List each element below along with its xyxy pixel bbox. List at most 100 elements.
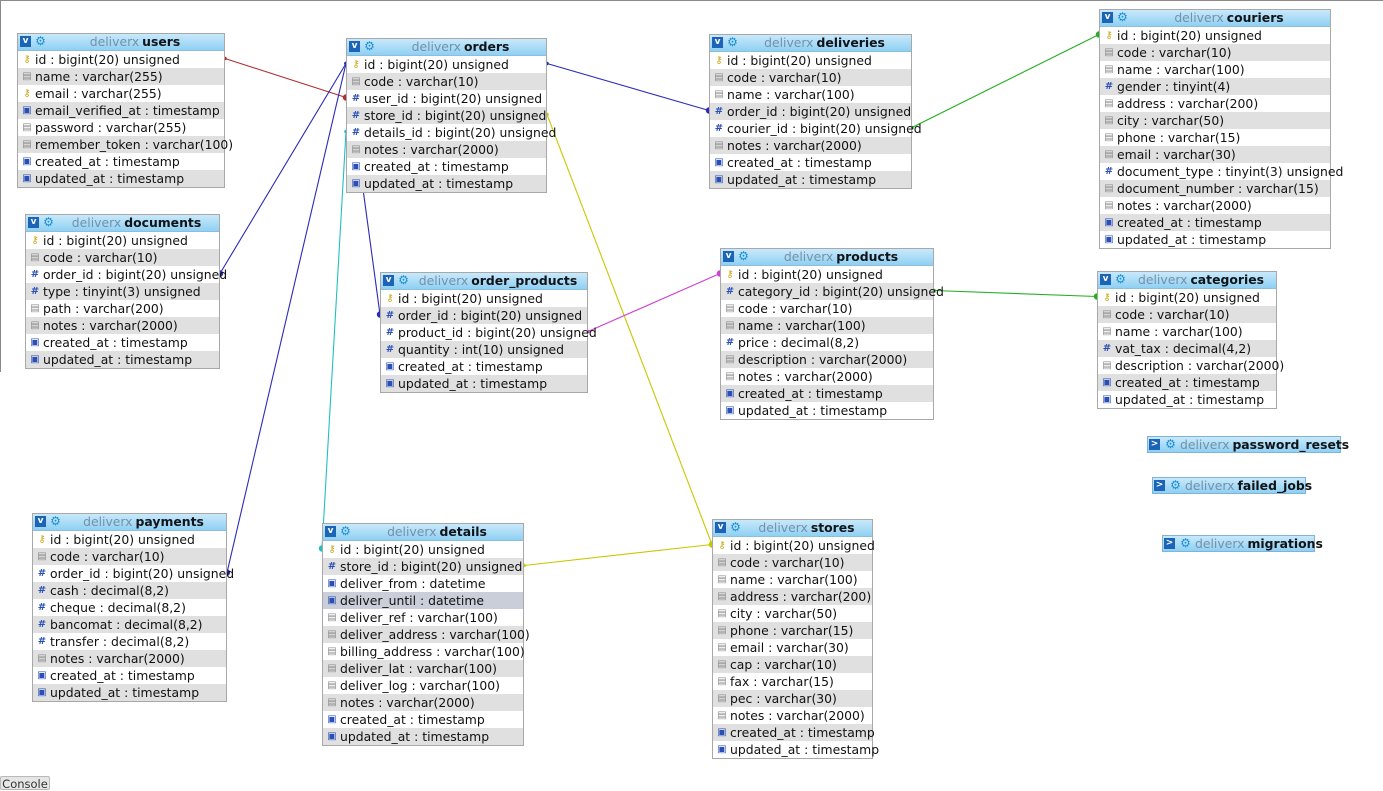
column-row[interactable]: ⚷id : bigint(20) unsigned — [710, 52, 911, 69]
column-row[interactable]: ▤code : varchar(10) — [33, 548, 226, 565]
column-row[interactable]: ▤deliver_ref : varchar(100) — [323, 609, 523, 626]
column-row[interactable]: ▣created_at : timestamp — [381, 358, 587, 375]
column-row[interactable]: #cheque : decimal(8,2) — [33, 599, 226, 616]
column-row[interactable]: ▣created_at : timestamp — [1098, 374, 1276, 391]
column-row[interactable]: ▣created_at : timestamp — [710, 154, 911, 171]
column-row[interactable]: ▣updated_at : timestamp — [33, 684, 226, 701]
column-row[interactable]: ▤email : varchar(30) — [713, 639, 872, 656]
gear-icon[interactable]: ⚙ — [1170, 478, 1181, 492]
column-row[interactable]: ⚷email : varchar(255) — [18, 85, 224, 102]
column-row[interactable]: #order_id : bigint(20) unsigned — [26, 266, 227, 283]
gear-icon[interactable]: ⚙ — [340, 524, 351, 538]
column-row[interactable]: ▤name : varchar(255) — [18, 68, 224, 85]
column-row[interactable]: ▤code : varchar(10) — [713, 554, 872, 571]
column-row[interactable]: #product_id : bigint(20) unsigned — [381, 324, 597, 341]
column-row[interactable]: ⚷id : bigint(20) unsigned — [323, 541, 523, 558]
toggle-icon[interactable]: v — [349, 41, 360, 52]
column-row[interactable]: ▤phone : varchar(15) — [1100, 129, 1330, 146]
column-row[interactable]: ▣created_at : timestamp — [323, 711, 523, 728]
column-row[interactable]: ▣deliver_from : datetime — [323, 575, 523, 592]
toggle-icon[interactable]: v — [383, 275, 394, 286]
column-row[interactable]: ▤name : varchar(100) — [710, 86, 911, 103]
column-row[interactable]: ⚷id : bigint(20) unsigned — [713, 537, 875, 554]
column-row[interactable]: ▤notes : varchar(2000) — [721, 368, 933, 385]
column-row[interactable]: ⚷id : bigint(20) unsigned — [26, 232, 219, 249]
column-row[interactable]: ▣updated_at : timestamp — [710, 171, 911, 188]
column-row[interactable]: ⚷id : bigint(20) unsigned — [721, 266, 933, 283]
column-row[interactable]: ▤deliver_log : varchar(100) — [323, 677, 523, 694]
column-row[interactable]: #details_id : bigint(20) unsigned — [347, 124, 557, 141]
column-row[interactable]: ▤deliver_address : varchar(100) — [323, 626, 530, 643]
column-row[interactable]: ▣created_at : timestamp — [26, 334, 219, 351]
column-row[interactable]: ⚷id : bigint(20) unsigned — [33, 531, 226, 548]
column-row[interactable]: ▤document_number : varchar(15) — [1100, 180, 1330, 197]
column-row[interactable]: ▣updated_at : timestamp — [323, 728, 523, 745]
column-row[interactable]: ▣updated_at : timestamp — [713, 741, 879, 758]
column-row[interactable]: #price : decimal(8,2) — [721, 334, 933, 351]
column-row[interactable]: ▤notes : varchar(2000) — [323, 694, 523, 711]
gear-icon[interactable]: ⚙ — [50, 514, 61, 528]
column-row[interactable]: #store_id : bigint(20) unsigned — [323, 558, 523, 575]
column-row[interactable]: ▣email_verified_at : timestamp — [18, 102, 224, 119]
gear-icon[interactable]: ⚙ — [727, 35, 738, 49]
column-row[interactable]: ⚷id : bigint(20) unsigned — [1098, 289, 1276, 306]
expand-toggle-icon[interactable]: > — [1154, 480, 1165, 491]
column-row[interactable]: ▣created_at : timestamp — [33, 667, 226, 684]
gear-icon[interactable]: ⚙ — [398, 273, 409, 287]
column-row[interactable]: ▣updated_at : timestamp — [347, 175, 546, 192]
gear-icon[interactable]: ⚙ — [1165, 437, 1176, 451]
column-row[interactable]: #order_id : bigint(20) unsigned — [710, 103, 911, 120]
gear-icon[interactable]: ⚙ — [738, 249, 749, 263]
column-row[interactable]: #type : tinyint(3) unsigned — [26, 283, 219, 300]
column-row[interactable]: #order_id : bigint(20) unsigned — [33, 565, 234, 582]
column-row[interactable]: ▤code : varchar(10) — [1100, 44, 1330, 61]
column-row[interactable]: ▤code : varchar(10) — [710, 69, 911, 86]
column-row[interactable]: ⚷id : bigint(20) unsigned — [347, 56, 546, 73]
column-row[interactable]: ▤billing_address : varchar(100) — [323, 643, 524, 660]
column-row[interactable]: ▤city : varchar(50) — [713, 605, 872, 622]
column-row[interactable]: ▤name : varchar(100) — [713, 571, 872, 588]
column-row[interactable]: ▤name : varchar(100) — [721, 317, 933, 334]
column-row[interactable]: ▤pec : varchar(30) — [713, 690, 872, 707]
column-row[interactable]: #store_id : bigint(20) unsigned — [347, 107, 546, 124]
column-row[interactable]: #gender : tinyint(4) — [1100, 78, 1330, 95]
toggle-icon[interactable]: v — [20, 36, 31, 47]
column-row[interactable]: ▤address : varchar(200) — [1100, 95, 1330, 112]
toggle-icon[interactable]: v — [1102, 12, 1113, 23]
column-row[interactable]: ▤code : varchar(10) — [26, 249, 219, 266]
column-row[interactable]: #order_id : bigint(20) unsigned — [381, 307, 587, 324]
column-row[interactable]: ▣updated_at : timestamp — [721, 402, 933, 419]
column-row[interactable]: ▤notes : varchar(2000) — [710, 137, 911, 154]
column-row[interactable]: ▤code : varchar(10) — [347, 73, 546, 90]
column-row[interactable]: ▣updated_at : timestamp — [1100, 231, 1330, 248]
toggle-icon[interactable]: v — [35, 516, 46, 527]
column-row[interactable]: ▤description : varchar(2000) — [721, 351, 933, 368]
column-row[interactable]: #category_id : bigint(20) unsigned — [721, 283, 944, 300]
column-row[interactable]: ▣updated_at : timestamp — [1098, 391, 1276, 408]
toggle-icon[interactable]: v — [28, 217, 39, 228]
gear-icon[interactable]: ⚙ — [1117, 10, 1128, 24]
gear-icon[interactable]: ⚙ — [364, 39, 375, 53]
column-row[interactable]: ▤notes : varchar(2000) — [1100, 197, 1330, 214]
column-row[interactable]: #document_type : tinyint(3) unsigned — [1100, 163, 1344, 180]
column-row[interactable]: ▤notes : varchar(2000) — [713, 707, 872, 724]
column-row[interactable]: #quantity : int(10) unsigned — [381, 341, 587, 358]
